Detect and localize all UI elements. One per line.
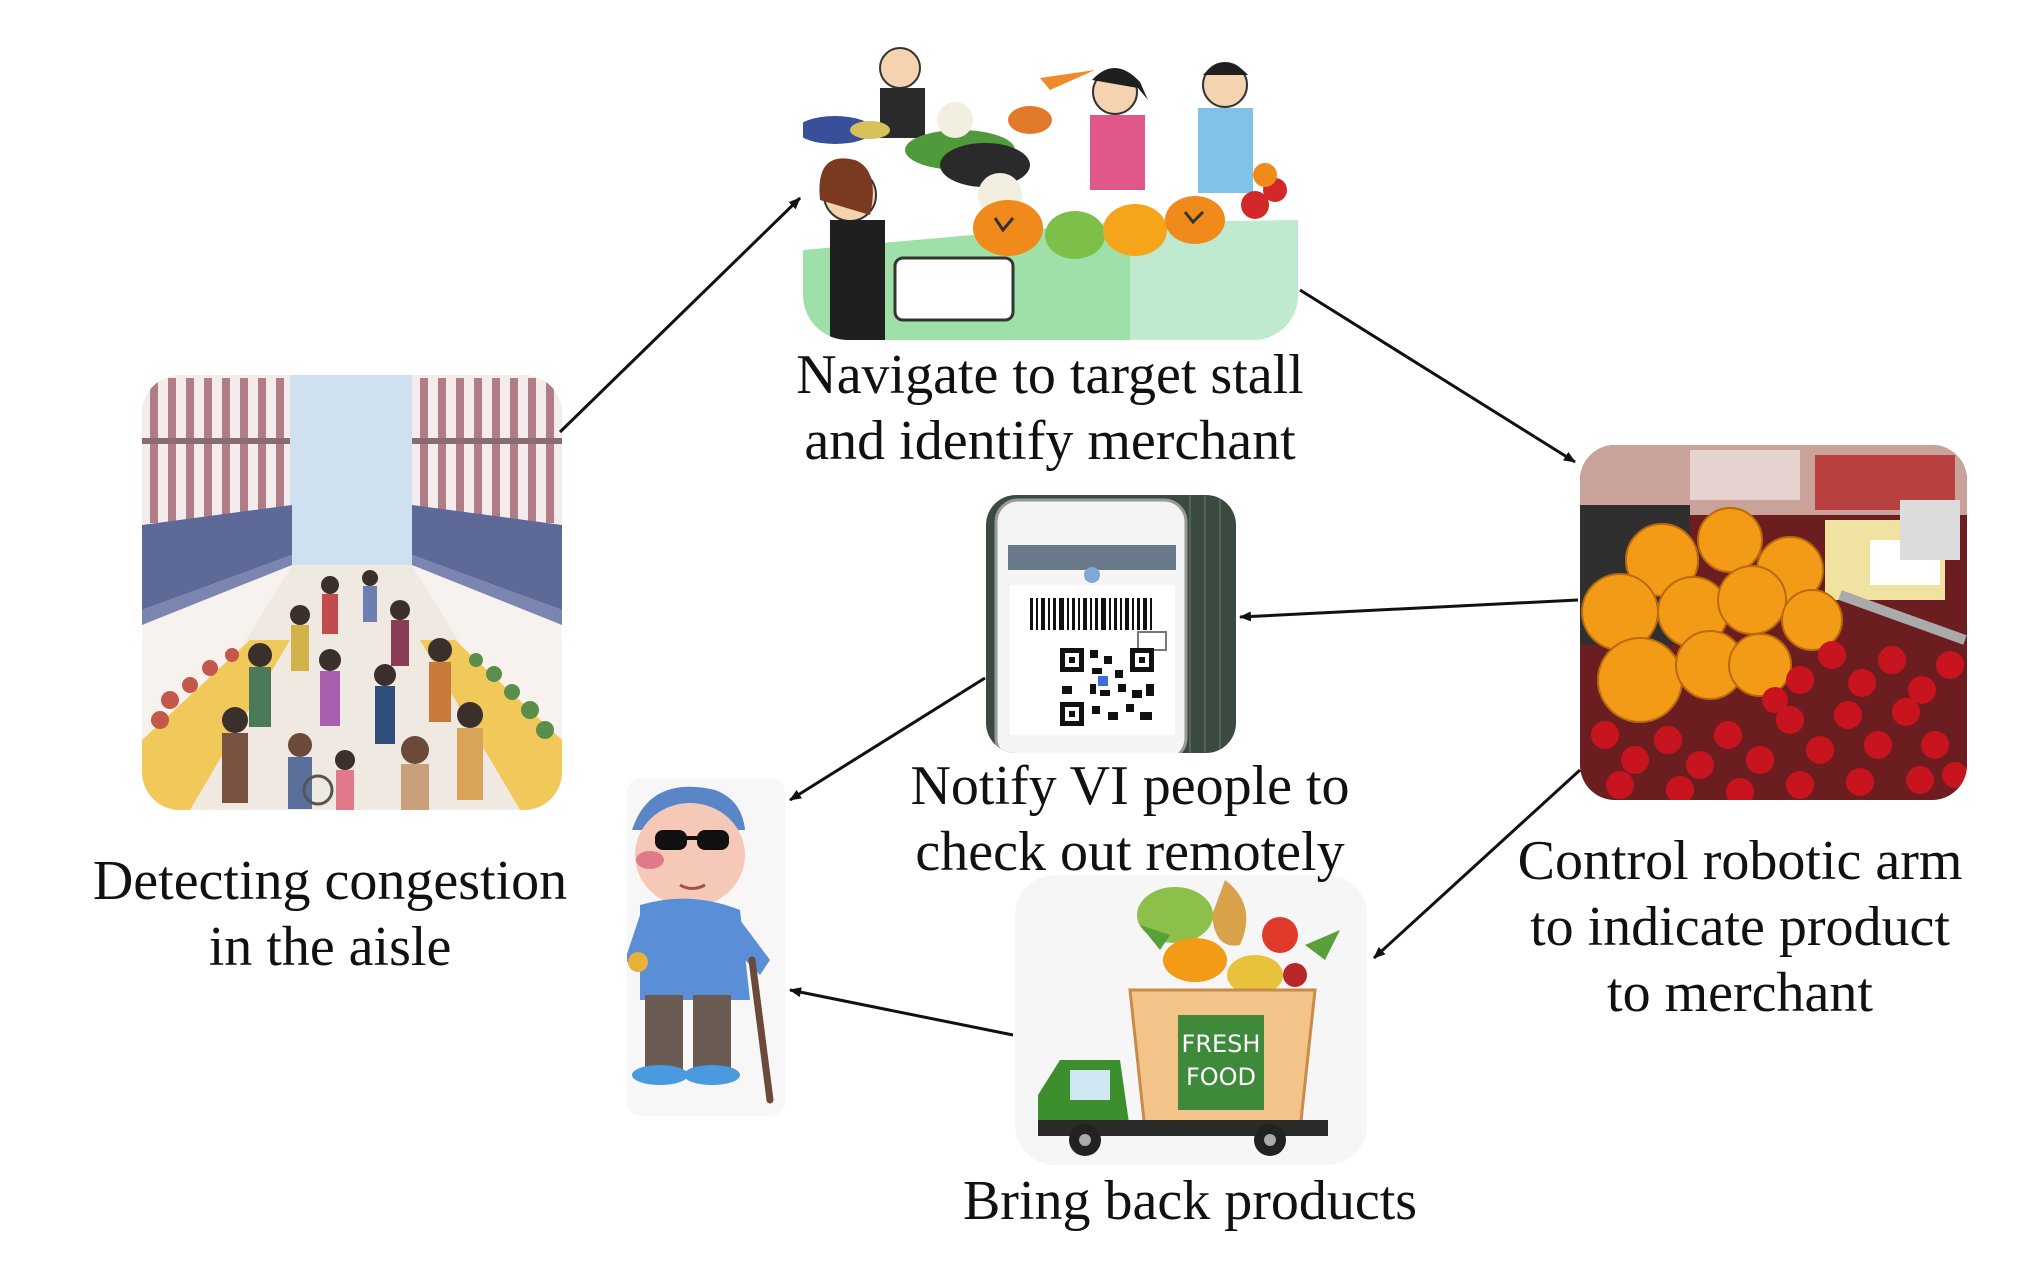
market-aisle-illustration <box>142 375 562 810</box>
flow-arrows <box>558 196 1582 1037</box>
arrow-truck-to-person <box>789 987 1014 1037</box>
arrow-stall-to-fruit <box>1299 288 1576 464</box>
caption-line: to merchant <box>1607 962 1873 1024</box>
caption-detecting-congestion: Detecting congestion in the aisle <box>40 848 620 980</box>
caption-line: check out remotely <box>915 821 1345 883</box>
payment-code-photo <box>986 495 1236 753</box>
fruit-shelf-photo <box>1580 445 1967 800</box>
arrow-fruit-to-phone <box>1239 598 1579 622</box>
caption-line: and identify merchant <box>804 410 1296 472</box>
truck-label-line-2: FOOD <box>1186 1063 1256 1091</box>
delivery-truck-illustration <box>1015 875 1367 1165</box>
caption-line: Notify VI people to <box>910 755 1350 817</box>
caption-line: Navigate to target stall <box>796 344 1304 406</box>
arrow-fruit-to-truck <box>1372 768 1582 960</box>
caption-notify-vi-people: Notify VI people to check out remotely <box>830 753 1430 885</box>
caption-line: Detecting congestion <box>92 850 568 912</box>
caption-line: in the aisle <box>208 916 452 978</box>
vi-person-illustration <box>627 778 785 1116</box>
caption-line: Bring back products <box>962 1170 1418 1232</box>
caption-bring-back-products: Bring back products <box>880 1168 1500 1234</box>
vegetable-stall-illustration <box>803 35 1298 340</box>
caption-line: to indicate product <box>1530 896 1950 958</box>
arrow-aisle-to-stall <box>558 196 802 434</box>
caption-control-robotic-arm: Control robotic arm to indicate product … <box>1470 828 2010 1026</box>
truck-label-line-1: FRESH <box>1182 1030 1261 1058</box>
arrow-phone-to-person <box>789 676 986 802</box>
caption-line: Control robotic arm <box>1517 830 1963 892</box>
caption-navigate-to-stall: Navigate to target stall and identify me… <box>720 342 1380 474</box>
